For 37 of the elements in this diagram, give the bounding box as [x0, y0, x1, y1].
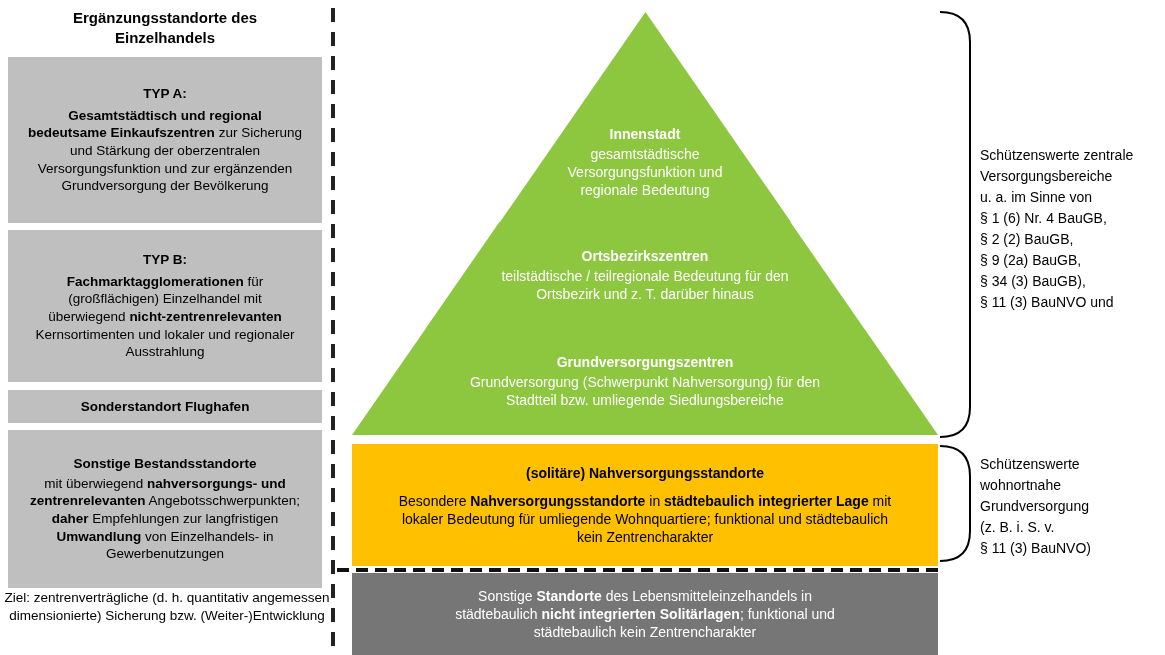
bracket-note: wohnortnahe	[980, 476, 1062, 495]
note-text: Ziel: zentrenverträgliche (d. h. quantitativ angemessen dimensionierte) Sicherung bzw. (Weiter-)Entwicklung	[4, 589, 330, 625]
bracket-note: § 9 (2a) BauGB,	[980, 251, 1083, 270]
bracket-note: Schützenswerte	[980, 455, 1081, 474]
box-description: Besondere Nahversorgungsstandorte in städtebaulich integrierter Lage mit lokaler Bedeutung für umliegende Wohnquartiere; funktional und städtebaulich kein Zentrencharakter	[398, 491, 892, 547]
category-box	[8, 230, 322, 382]
category-box	[352, 573, 938, 655]
box-heading: Sonderstandort Flughafen	[80, 397, 250, 416]
category-box	[352, 444, 938, 566]
box-heading: (solitäre) Nahversorgungsstandorte	[525, 463, 765, 482]
category-box	[8, 430, 322, 588]
bracket-note: Grundversorgung	[980, 497, 1090, 516]
column-heading: Ergänzungsstandorte des Einzelhandels	[71, 8, 259, 47]
bracket-note: § 11 (3) BauNVO und	[980, 293, 1115, 312]
bracket-note: Schützenswerte zentrale	[980, 146, 1135, 165]
box-heading: Sonstige Bestandsstandorte	[73, 455, 257, 473]
bracket-note: § 34 (3) BauGB),	[980, 272, 1087, 291]
bracket-note: § 11 (3) BauNVO)	[980, 539, 1092, 558]
box-description: mit überwiegend nahversorgungs- und zentrenrelevanten Angebotsschwerpunkten; daher Empfehlungen zur langfristigen Umwandlung von Einzelhandels- in Gewerbenutzungen	[28, 474, 302, 563]
box-description: gesamtstädtische Versorgungsfunktion und regionale Bedeutung	[566, 144, 724, 200]
bracket-note: u. a. im Sinne von	[980, 188, 1094, 207]
box-heading: Ortsbezirkszentren	[581, 246, 709, 265]
bracket-note: § 1 (6) Nr. 4 BauGB,	[980, 209, 1108, 228]
box-heading: TYP B:	[143, 251, 187, 269]
bracket-note: § 2 (2) BauGB,	[980, 230, 1075, 249]
box-description: Fachmarktagglomerationen für (großflächigen) Einzelhandel mit überwiegend nicht-zentrenrelevanten Kernsortimenten und lokaler und regionaler Ausstrahlung	[34, 272, 296, 361]
box-description: Sonstige Standorte des Lebensmitteleinzelhandels in städtebaulich nicht integrierten Solitärlagen; funktional und städtebaulich kein Zentrencharakter	[454, 586, 836, 642]
box-description: Gesamtstädtisch und regional bedeutsame Einkaufszentren zur Sicherung und Stärkung der oberzentralen Versorgungsfunktion und zur ergänzenden Grundversorgung der Bevölkerung	[28, 106, 302, 195]
box-description: Grundversorgung (Schwerpunkt Nahversorgung) für den Stadtteil bzw. umliegende Siedlungsbereiche	[468, 372, 822, 410]
box-heading: Innenstadt	[609, 124, 681, 143]
box-heading: Grundversorgungszentren	[556, 352, 734, 371]
category-box	[8, 390, 322, 423]
bracket-note: (z. B. i. S. v.	[980, 518, 1056, 537]
bracket-note: Versorgungsbereiche	[980, 167, 1114, 186]
box-heading: TYP A:	[143, 85, 187, 103]
box-description: teilstädtische / teilregionale Bedeutung für den Ortsbezirk und z. T. darüber hinaus	[500, 266, 790, 304]
category-box	[8, 57, 322, 223]
